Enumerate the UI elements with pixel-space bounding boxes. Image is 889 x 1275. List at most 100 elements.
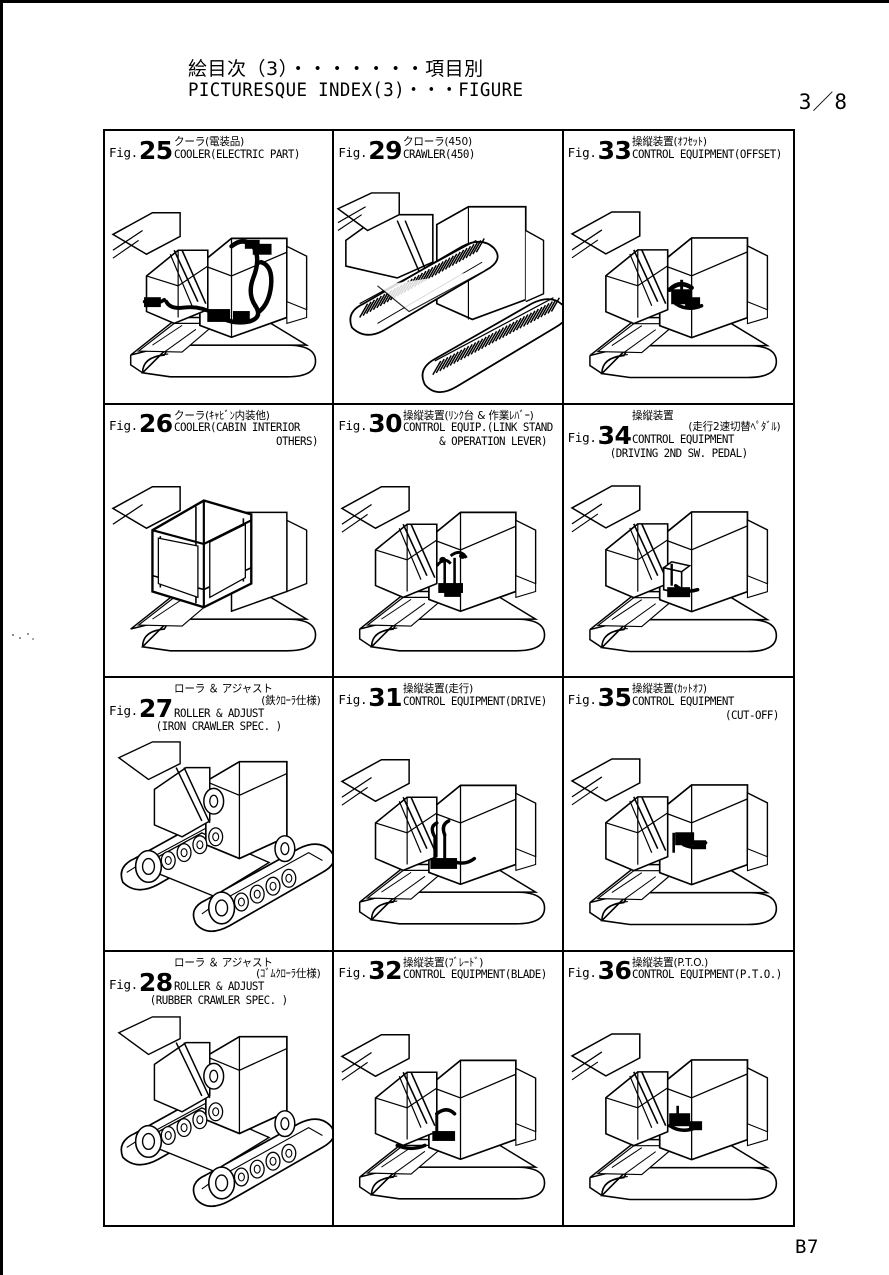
figure-illustration-excavator-control-blade [334, 1006, 561, 1226]
figure-number: 34 [597, 420, 632, 450]
figure-title-english: CONTROL EQUIPMENT(DRIVE) [403, 693, 547, 708]
figure-title-english: COOLER(ELECTRIC PART) [173, 146, 300, 161]
figure-caption: Fig. 25 クーラ(電装品) COOLER(ELECTRIC PART) [105, 131, 332, 187]
figure-illustration-excavator-control-offset [564, 185, 793, 403]
figure-illustration-excavator-control-pto [564, 1006, 793, 1226]
figure-label: Fig. [338, 418, 368, 434]
figure-number: 31 [368, 682, 403, 712]
figure-illustration-excavator-cooler-electric [105, 185, 332, 403]
figure-cell-34[interactable]: Fig. 34 操縦装置 (走行2速切替ﾍﾟﾀﾞﾙ) CONTROL EQUIP… [563, 404, 793, 678]
figure-illustration-excavator-cut-off [564, 732, 793, 950]
figure-illustration-excavator-link-stand [334, 459, 561, 677]
figure-cell-28[interactable]: Fig. 28 ローラ ＆ アジャスト (ｺﾞﾑｸﾛｰﾗ仕様) ROLLER &… [105, 951, 335, 1226]
figure-title-english: CONTROL EQUIPMENT [632, 693, 735, 708]
figure-subtitle-english: OTHERS) [276, 434, 318, 449]
figure-subtitle-japanese: (走行2速切替ﾍﾟﾀﾞﾙ) [688, 420, 781, 434]
figure-illustration-excavator-2nd-sw-pedal [564, 459, 793, 677]
figure-title-english: CONTROL EQUIPMENT(OFFSET) [632, 146, 783, 161]
figure-caption: Fig. 35 操縦装置(ｶｯﾄｵﾌ) CONTROL EQUIPMENT (C… [564, 678, 793, 734]
figure-number: 29 [368, 135, 403, 165]
figure-illustration-roller-adjust-rubber [105, 1006, 333, 1226]
figure-caption: Fig. 31 操縦装置(走行) CONTROL EQUIPMENT(DRIVE… [334, 678, 561, 734]
figure-number: 32 [368, 956, 403, 986]
page-number: 3／8 [798, 90, 848, 114]
figure-subtitle-english: (RUBBER CRAWLER SPEC. ) [149, 992, 288, 1007]
figure-grid: Fig. 25 クーラ(電装品) COOLER(ELECTRIC PART) F… [103, 129, 795, 1227]
figure-title-english: CONTROL EQUIP.(LINK STAND [403, 420, 553, 435]
figure-title-english: COOLER(CABIN INTERIOR [173, 420, 300, 435]
figure-title-english: ROLLER & ADJUST [173, 705, 264, 720]
figure-subtitle-english: & OPERATION LEVER) [439, 434, 548, 449]
figure-number: 35 [597, 682, 632, 712]
page-title-english: PICTURESQUE INDEX(3)・・・FIGURE [188, 80, 524, 102]
figure-number: 28 [138, 967, 173, 997]
margin-speck [10, 632, 36, 642]
figure-caption: Fig. 29 クローラ(450) CRAWLER(450) [334, 131, 561, 187]
figure-caption: Fig. 34 操縦装置 (走行2速切替ﾍﾟﾀﾞﾙ) CONTROL EQUIP… [564, 405, 793, 461]
figure-illustration-excavator-cabin [105, 459, 332, 677]
figure-title-japanese: 操縦装置(P.T.O.) [632, 955, 709, 969]
figure-title-english: CRAWLER(450) [403, 146, 475, 161]
figure-label: Fig. [109, 144, 138, 160]
footer-code: B7 [795, 1236, 819, 1258]
figure-illustration-excavator-control-drive [334, 732, 561, 950]
figure-cell-25[interactable]: Fig. 25 クーラ(電装品) COOLER(ELECTRIC PART) [105, 131, 335, 405]
figure-subtitle-japanese: (ｺﾞﾑｸﾛｰﾗ仕様) [255, 967, 321, 981]
figure-label: Fig. [567, 965, 597, 981]
figure-cell-36[interactable]: Fig. 36 操縦装置(P.T.O.) CONTROL EQUIPMENT(P… [563, 951, 793, 1226]
figure-cell-35[interactable]: Fig. 35 操縦装置(ｶｯﾄｵﾌ) CONTROL EQUIPMENT (C… [563, 678, 793, 952]
figure-label: Fig. [567, 144, 597, 160]
figure-subtitle-japanese: (鉄ｸﾛｰﾗ仕様) [260, 693, 321, 707]
page-header: 絵目次（3）・・・・・・・項目別 PICTURESQUE INDEX(3)・・・… [188, 58, 848, 114]
figure-caption: Fig. 30 操縦装置(ﾘﾝｸ台 & 作業ﾚﾊﾞｰ) CONTROL EQUI… [334, 405, 561, 461]
figure-number: 36 [597, 956, 632, 986]
figure-title-japanese: 操縦装置(ﾌﾞﾚｰﾄﾞ) [403, 955, 484, 969]
figure-cell-32[interactable]: Fig. 32 操縦装置(ﾌﾞﾚｰﾄﾞ) CONTROL EQUIPMENT(B… [334, 951, 564, 1226]
figure-number: 26 [138, 409, 173, 439]
figure-title-english: ROLLER & ADJUST [173, 979, 264, 994]
figure-label: Fig. [338, 691, 368, 707]
figure-subtitle-english: (IRON CRAWLER SPEC. ) [155, 719, 282, 734]
figure-caption: Fig. 27 ローラ ＆ アジャスト (鉄ｸﾛｰﾗ仕様) ROLLER & A… [105, 678, 332, 734]
figure-illustration-excavator-steel-crawler [334, 185, 562, 403]
figure-cell-29[interactable]: Fig. 29 クローラ(450) CRAWLER(450) [334, 131, 564, 405]
figure-number: 33 [597, 135, 632, 165]
figure-title-japanese: 操縦装置(ｵﾌｾｯﾄ) [632, 135, 708, 148]
figure-title-japanese: クローラ(450) [403, 135, 472, 148]
figure-title-japanese: クーラ(電装品) [173, 135, 244, 148]
figure-number: 25 [138, 135, 173, 165]
figure-title-english: CONTROL EQUIPMENT(P.T.O.) [632, 967, 783, 982]
page-edge-left [0, 0, 12, 1275]
figure-title-japanese: 操縦装置(ﾘﾝｸ台 & 作業ﾚﾊﾞｰ) [403, 408, 534, 422]
figure-caption: Fig. 26 クーラ(ｷｬﾋﾞﾝ内装他) COOLER(CABIN INTER… [105, 405, 332, 461]
figure-label: Fig. [109, 418, 138, 434]
page-title-japanese: 絵目次（3）・・・・・・・項目別 [188, 58, 484, 80]
figure-title-english: CONTROL EQUIPMENT [632, 432, 735, 447]
figure-title-japanese: 操縦装置 [632, 408, 674, 422]
figure-label: Fig. [567, 691, 597, 707]
figure-number: 30 [368, 409, 403, 439]
figure-illustration-roller-adjust-iron [105, 732, 333, 950]
figure-subtitle-english: (CUT-OFF) [724, 707, 779, 722]
figure-cell-31[interactable]: Fig. 31 操縦装置(走行) CONTROL EQUIPMENT(DRIVE… [334, 678, 564, 952]
figure-title-japanese: 操縦装置(走行) [403, 682, 474, 695]
figure-label: Fig. [109, 976, 138, 992]
figure-label: Fig. [338, 965, 368, 981]
figure-cell-26[interactable]: Fig. 26 クーラ(ｷｬﾋﾞﾝ内装他) COOLER(CABIN INTER… [105, 404, 335, 678]
figure-label: Fig. [567, 429, 597, 445]
figure-label: Fig. [109, 703, 138, 719]
figure-number: 27 [138, 694, 173, 724]
figure-caption: Fig. 28 ローラ ＆ アジャスト (ｺﾞﾑｸﾛｰﾗ仕様) ROLLER &… [105, 952, 332, 1008]
figure-caption: Fig. 33 操縦装置(ｵﾌｾｯﾄ) CONTROL EQUIPMENT(OF… [564, 131, 793, 187]
figure-title-japanese: クーラ(ｷｬﾋﾞﾝ内装他) [173, 408, 270, 422]
figure-title-japanese: 操縦装置(ｶｯﾄｵﾌ) [632, 682, 708, 695]
figure-cell-30[interactable]: Fig. 30 操縦装置(ﾘﾝｸ台 & 作業ﾚﾊﾞｰ) CONTROL EQUI… [334, 404, 564, 678]
page-edge-top [0, 0, 889, 17]
figure-label: Fig. [338, 144, 368, 160]
figure-subtitle-english: (DRIVING 2ND SW. PEDAL) [609, 445, 748, 460]
figure-title-japanese: ローラ ＆ アジャスト [173, 682, 273, 695]
figure-caption: Fig. 32 操縦装置(ﾌﾞﾚｰﾄﾞ) CONTROL EQUIPMENT(B… [334, 952, 561, 1008]
figure-cell-33[interactable]: Fig. 33 操縦装置(ｵﾌｾｯﾄ) CONTROL EQUIPMENT(OF… [563, 131, 793, 405]
figure-title-japanese: ローラ ＆ アジャスト [173, 955, 273, 969]
figure-cell-27[interactable]: Fig. 27 ローラ ＆ アジャスト (鉄ｸﾛｰﾗ仕様) ROLLER & A… [105, 678, 335, 952]
